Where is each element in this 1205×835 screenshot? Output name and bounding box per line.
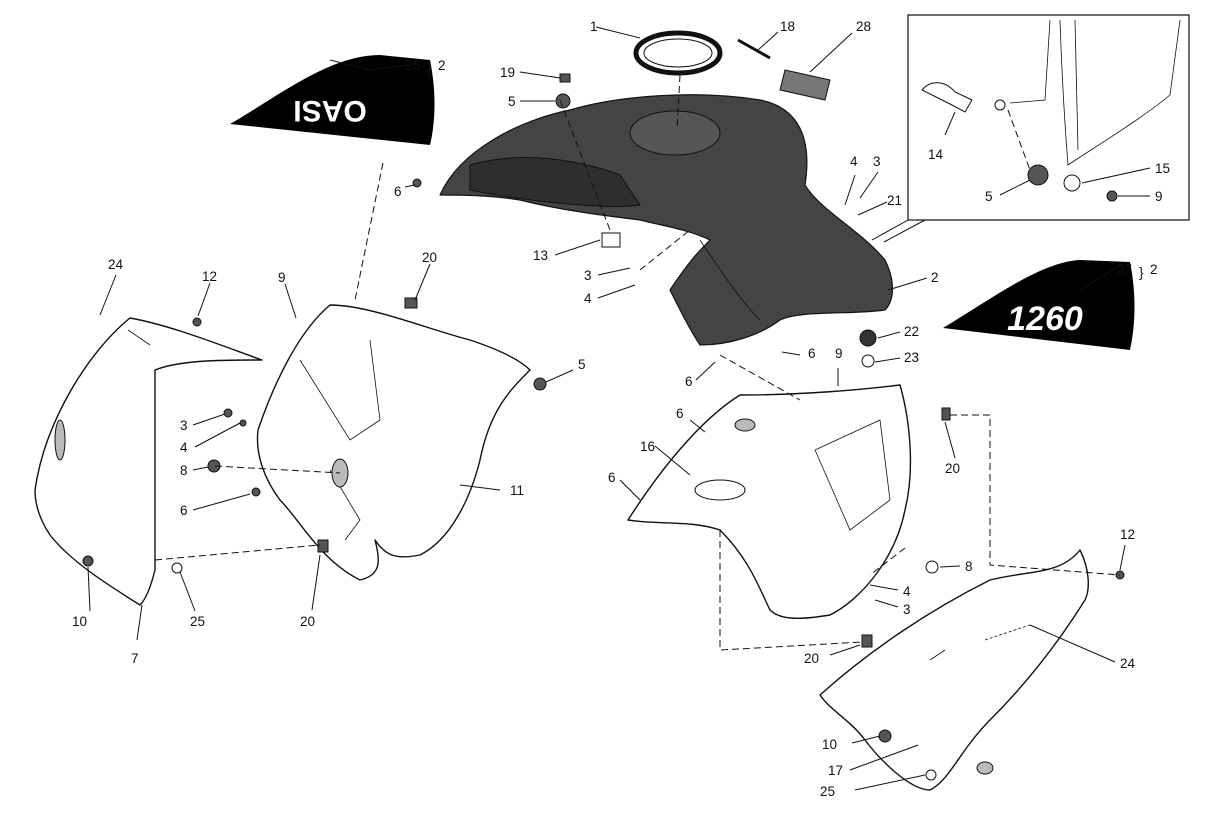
- label-26-qty: 2: [438, 58, 446, 73]
- label-14: 14: [928, 147, 944, 162]
- label-25: 25: [190, 614, 205, 629]
- label-4: 4: [850, 154, 858, 169]
- label-27: 27: [1117, 262, 1132, 277]
- label-24: 24: [1120, 656, 1136, 671]
- decal-1260: 1260: [943, 260, 1135, 350]
- decal-oasi-text: OASI: [293, 94, 366, 127]
- label-20: 20: [300, 614, 315, 629]
- label-4: 4: [180, 440, 188, 455]
- label-9: 9: [1155, 189, 1163, 204]
- label-3: 3: [873, 154, 881, 169]
- label-4: 4: [584, 291, 592, 306]
- label-13: 13: [533, 248, 548, 263]
- left-side-panel: [256, 304, 531, 581]
- label-10: 10: [822, 737, 837, 752]
- label-20: 20: [422, 250, 437, 265]
- label-6: 6: [608, 470, 616, 485]
- label-3: 3: [584, 268, 592, 283]
- label-4: 4: [903, 584, 911, 599]
- part-labels: 1 2 3 3 3 3 4 4 4 4 5 5 5 6 6 6 6 6 6 7 …: [72, 19, 1170, 799]
- label-6: 6: [394, 184, 402, 199]
- label-5: 5: [508, 94, 516, 109]
- label-27-qty: 2: [1150, 262, 1158, 277]
- part-28-label-plate: [779, 69, 831, 101]
- label-7: 7: [131, 651, 139, 666]
- label-6: 6: [180, 503, 188, 518]
- label-6: 6: [676, 406, 684, 421]
- label-6: 6: [685, 374, 693, 389]
- label-17: 17: [828, 763, 843, 778]
- fasteners: [82, 73, 1125, 781]
- label-9: 9: [278, 270, 286, 285]
- right-inner-panel: [627, 384, 912, 619]
- label-21: 21: [887, 193, 902, 208]
- detail-inset: [871, 14, 1190, 243]
- leader-lines: [87, 26, 1151, 791]
- label-18: 18: [780, 19, 795, 34]
- label-26: 26: [405, 58, 420, 73]
- part-18-pin: [737, 38, 771, 60]
- left-cover: [34, 317, 263, 606]
- brace-26: }: [427, 61, 432, 76]
- filler-ring: [633, 30, 723, 76]
- fuel-tank: [439, 94, 894, 346]
- label-1: 1: [590, 19, 598, 34]
- label-25: 25: [820, 784, 835, 799]
- label-16: 16: [640, 439, 655, 454]
- label-28: 28: [856, 19, 871, 34]
- label-22: 22: [904, 324, 919, 339]
- decal-oasi: OASI: [230, 55, 435, 145]
- label-6: 6: [808, 346, 816, 361]
- label-12: 12: [1120, 527, 1135, 542]
- label-20: 20: [945, 461, 960, 476]
- label-20: 20: [804, 651, 819, 666]
- assembly-guide-lines: [154, 74, 1121, 651]
- label-2: 2: [931, 270, 939, 285]
- label-10: 10: [72, 614, 87, 629]
- label-5: 5: [578, 357, 586, 372]
- label-19: 19: [500, 65, 515, 80]
- label-11: 11: [510, 483, 524, 498]
- label-8: 8: [180, 463, 188, 478]
- label-12: 12: [202, 269, 217, 284]
- label-8: 8: [965, 559, 973, 574]
- brace-27: }: [1139, 265, 1144, 280]
- label-9: 9: [835, 346, 843, 361]
- label-3: 3: [903, 602, 911, 617]
- label-3: 3: [180, 418, 188, 433]
- label-15: 15: [1155, 161, 1170, 176]
- label-23: 23: [904, 350, 919, 365]
- label-5: 5: [985, 189, 993, 204]
- decal-1260-text: 1260: [1007, 300, 1083, 338]
- label-24: 24: [108, 257, 124, 272]
